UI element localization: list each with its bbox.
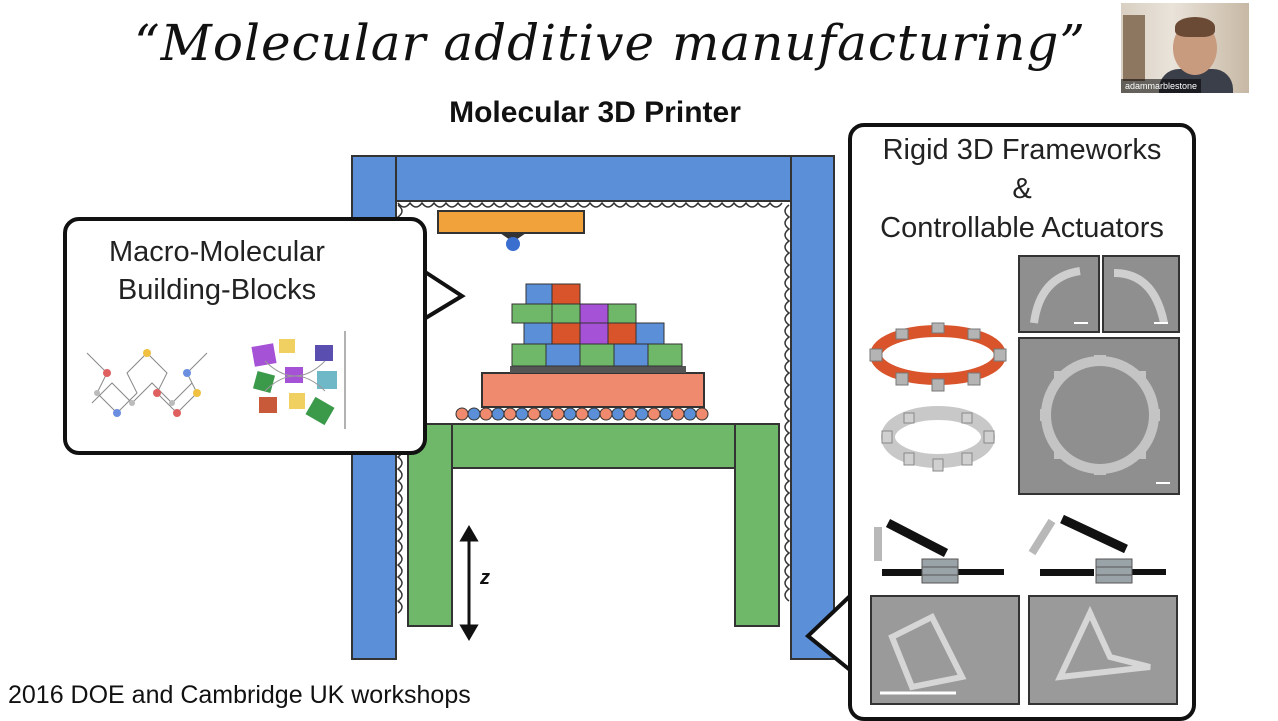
stage-top [407,423,780,469]
em-image-ring [1018,337,1180,495]
print-head [437,210,585,234]
build-platform [481,372,705,408]
em-image-1 [1018,255,1100,333]
em-image-hinge-1 [870,595,1020,705]
building-blocks-heading: Macro-Molecular Building-Blocks [109,236,325,306]
bookshelf [1123,15,1145,81]
diagram-title: Molecular 3D Printer [449,96,741,129]
ring-gear-icon [869,322,1007,472]
molecule-icon [86,349,208,417]
footer-citation: 2016 DOE and Cambridge UK workshops [8,681,471,709]
frame-right-column [790,155,835,660]
participant-name: adammarblestone [1121,79,1202,93]
frameworks-heading: Rigid 3D Frameworks & Controllable Actua… [880,134,1164,244]
block-grid-icon [511,283,683,367]
stage-left-leg [407,423,453,627]
platform-bead-row [455,407,709,421]
print-head-droplet [506,237,520,251]
stage-right-leg [734,423,780,627]
z-axis-label: z [479,567,490,589]
z-axis-arrow [459,525,479,641]
frameworks-panel: Rigid 3D Frameworks & Controllable Actua… [848,123,1196,721]
em-image-2 [1102,255,1180,333]
hinge-actuator-icon [874,514,1166,584]
building-blocks-panel: Macro-Molecular Building-Blocks [63,217,427,455]
slide-title: “Molecular additive manufacturing” [134,14,1086,72]
participant-video-tile[interactable]: adammarblestone [1121,3,1249,93]
protein-assembly-icon [251,331,346,429]
frame-top-beam [351,155,835,202]
em-image-hinge-2 [1028,595,1178,705]
right-callout-pointer [804,594,852,672]
left-callout-pointer [417,266,466,324]
